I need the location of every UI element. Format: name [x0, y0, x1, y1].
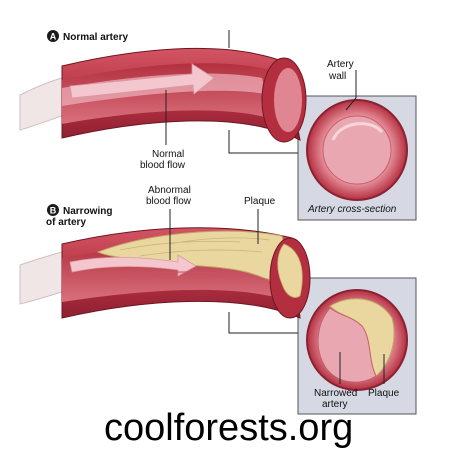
watermark: coolforests.org — [104, 407, 353, 449]
artery-entry-a — [19, 77, 63, 131]
cross-section-caption: Artery cross-section — [307, 204, 397, 215]
cross-section-lumen-b — [317, 307, 377, 383]
panel-b: B Narrowing of artery Abnormal blood flo… — [19, 185, 417, 415]
plaque-texture — [119, 237, 271, 257]
leader-line-b-bottom — [228, 312, 298, 334]
opening-plaque-b — [277, 243, 303, 298]
panel-b-title-line1: Narrowing — [63, 206, 112, 217]
abnormal-flow-label-line2: blood flow — [146, 196, 192, 207]
narrowed-label-line1: Narrowed — [314, 388, 357, 399]
abnormal-flow-streak — [119, 271, 271, 281]
normal-flow-label-line1: Normal — [152, 149, 184, 160]
narrowed-label-line2: artery — [322, 399, 348, 410]
panel-a: A Normal artery Artery wall Normal blood… — [19, 30, 417, 221]
normal-flow-label-line2: blood flow — [140, 160, 186, 171]
plaque-label-2: Plaque — [368, 388, 400, 399]
badge-b — [47, 204, 59, 216]
artery-wall-label-line2: wall — [328, 71, 346, 82]
artery-entry-b — [19, 251, 63, 305]
cross-section-shine-a — [331, 122, 384, 141]
cross-section-lumen-a — [322, 115, 392, 185]
flow-arrow-b — [69, 254, 197, 277]
artery-opening-inner-a — [274, 68, 302, 132]
panel-a-title: Normal artery — [63, 32, 128, 43]
flow-arrow-a — [69, 63, 215, 99]
leader-line-a-bottom — [228, 130, 298, 154]
badge-a-letter: A — [50, 32, 57, 42]
panel-b-title-line2: of artery — [46, 217, 86, 228]
abnormal-flow-label-line1: Abnormal — [148, 185, 191, 196]
artery-wall-label-line1: Artery — [327, 59, 354, 70]
badge-b-letter: B — [50, 206, 57, 216]
plaque-label: Plaque — [244, 196, 276, 207]
badge-a — [47, 30, 59, 42]
artery-wall-leader — [345, 70, 357, 111]
